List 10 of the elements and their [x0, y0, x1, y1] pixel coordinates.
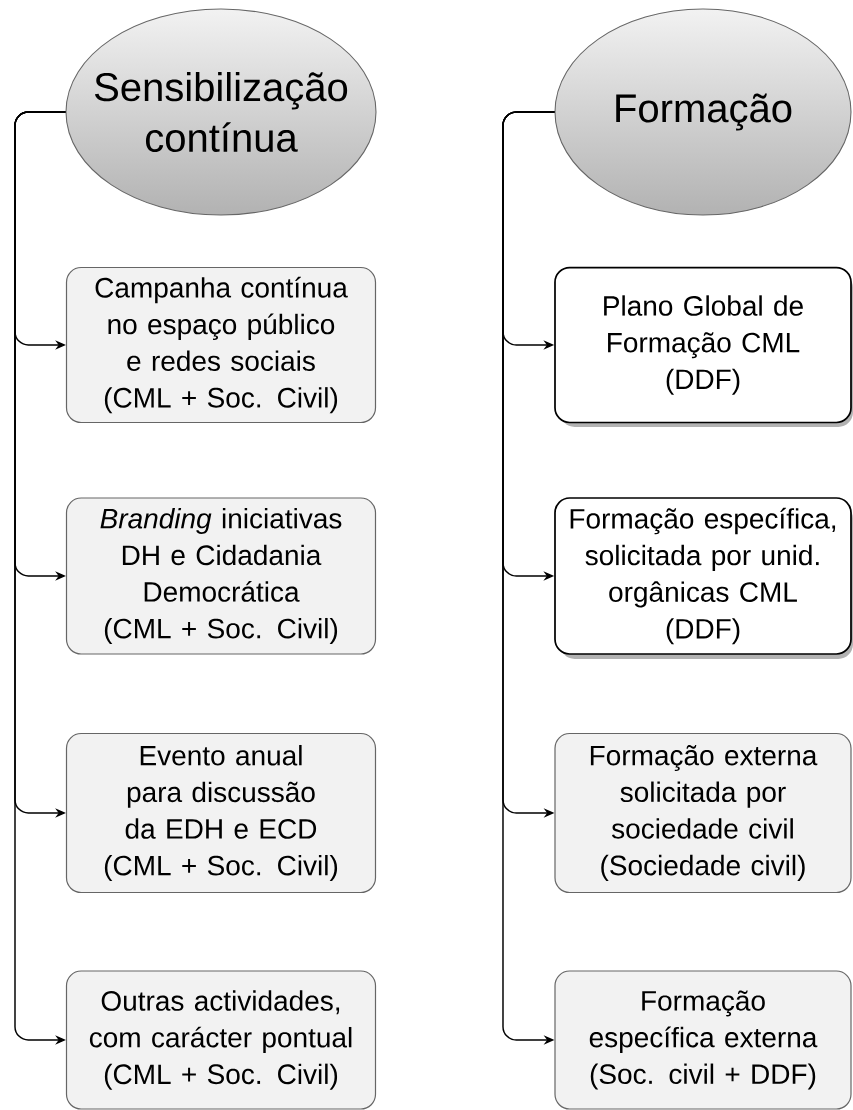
- process-box: Outras actividades, com carácter pontual (CML + Soc. Civil): [65, 970, 377, 1110]
- process-box: Formação específica, solicitada por unid. orgânicas CML (DDF): [554, 497, 853, 659]
- process-box: Branding iniciativas DH e Cidadania Democrática (CML + Soc. Civil): [65, 497, 377, 655]
- process-box: Campanha contínua no espaço público e redes sociais (CML + Soc. Civil): [65, 266, 377, 424]
- oval: Sensibilização contínua: [65, 8, 377, 216]
- process-box: Evento anual para discussão da EDH e ECD (CML + Soc. Civil): [65, 732, 377, 894]
- oval: Formação: [554, 8, 852, 216]
- process-box: Plano Global de Formação CML (DDF): [554, 266, 853, 427]
- process-box: Formação externa solicitada por sociedade civil (Sociedade civil): [554, 732, 852, 894]
- process-box: Formação específica externa (Soc. civil + DDF): [554, 970, 852, 1110]
